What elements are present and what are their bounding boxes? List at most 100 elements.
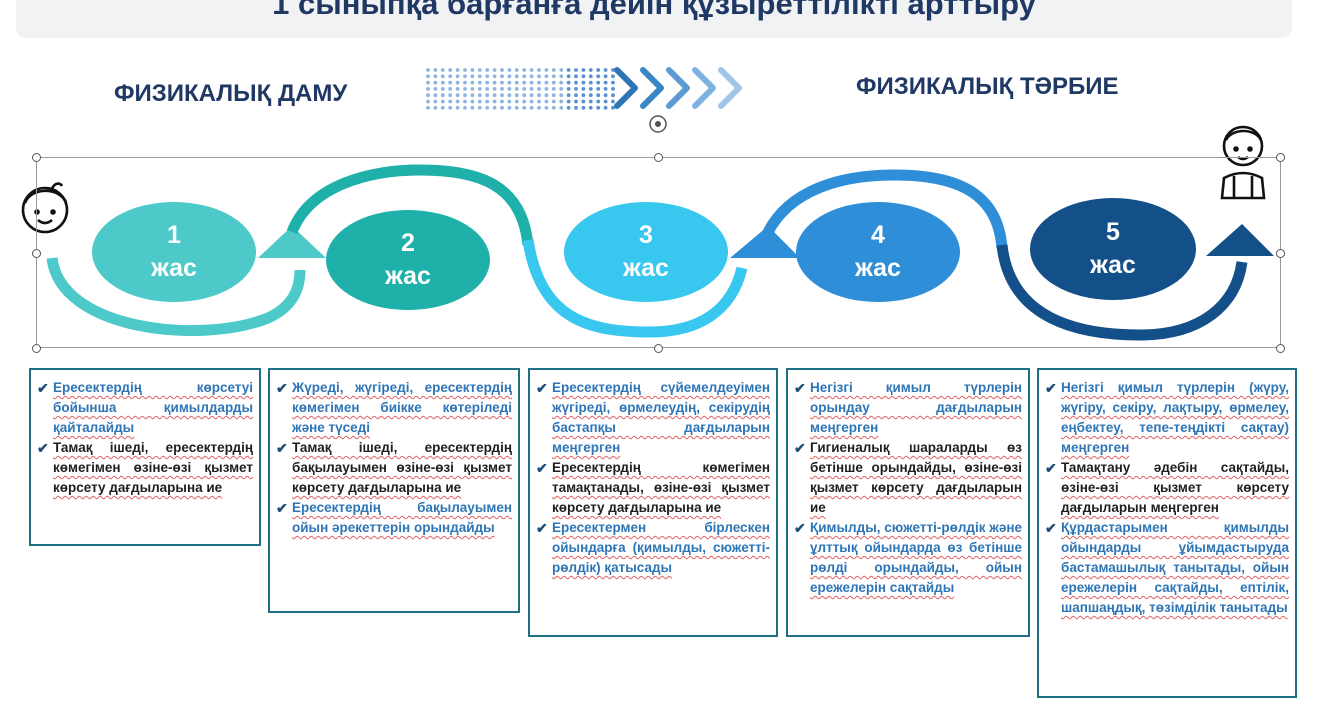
milestone-text: Ересектердің көмегімен тамақтанады, өзін… — [552, 460, 770, 515]
title-bar: 1 сыныпқа барғанға дейін құзыреттілікті … — [16, 0, 1292, 38]
decor-dot — [544, 68, 549, 72]
resize-handle-top-right[interactable] — [1276, 153, 1285, 162]
decor-dot — [588, 87, 593, 91]
decor-dot — [522, 105, 527, 110]
checkmark-icon: ✔ — [1045, 460, 1057, 476]
resize-handle-top-left[interactable] — [32, 153, 41, 162]
decor-dot — [544, 87, 549, 91]
arc-1 — [46, 256, 306, 337]
decor-dot — [529, 105, 534, 110]
decor-dot — [551, 87, 556, 91]
resize-handle-right[interactable] — [1276, 249, 1285, 258]
decor-dot — [455, 74, 460, 79]
decor-dot — [588, 74, 593, 79]
checkmark-icon: ✔ — [1045, 520, 1057, 536]
decor-dot — [477, 87, 482, 91]
decor-dot — [611, 80, 615, 85]
decor-dot — [455, 68, 460, 72]
milestone-box-4[interactable]: ✔ Негізгі қимыл түрлерін орындау дағдылар… — [786, 368, 1030, 637]
rotate-handle-icon — [649, 115, 667, 133]
milestone-text: Тамақ ішеді, ересектердің бақылауымен өз… — [292, 440, 512, 495]
resize-handle-bottom-right[interactable] — [1276, 344, 1285, 353]
decor-dot — [470, 87, 475, 91]
decor-dot — [477, 93, 482, 98]
decor-dot — [492, 99, 497, 104]
heading-physical-development: ФИЗИКАЛЫҚ ДАМУ — [114, 80, 348, 107]
milestone-box-1[interactable]: ✔Ересектердің көрсетуі бойынша қимылдард… — [29, 368, 261, 546]
checkmark-icon: ✔ — [276, 500, 288, 516]
decor-dot — [566, 80, 571, 85]
decor-dot — [463, 105, 467, 110]
resize-handle-left[interactable] — [32, 249, 41, 258]
decor-dot — [477, 68, 482, 72]
arc-3 — [522, 239, 748, 338]
decor-dot — [537, 105, 541, 110]
decor-dot — [426, 80, 430, 85]
decor-dot — [551, 99, 556, 104]
milestone-item: ✔Негізгі қимыл түрлерін орындау дағдылар… — [794, 378, 1022, 438]
decor-dot — [448, 80, 453, 85]
decor-dot — [507, 68, 512, 72]
decor-dot — [566, 105, 571, 110]
milestone-box-5[interactable]: ✔Негізгі қимыл түрлерін (жүру, жүгіру, с… — [1037, 368, 1297, 698]
chevrons-icon — [614, 67, 742, 109]
decor-dot — [463, 80, 467, 85]
milestone-item: ✔Тамақ ішеді, ересектердің бақылауымен ө… — [276, 438, 512, 498]
checkmark-icon: ✔ — [37, 440, 49, 456]
decor-dot — [477, 74, 482, 79]
milestone-box-3[interactable]: ✔Ересектердің сүйемелдеуімен жүгіреді, ө… — [528, 368, 778, 637]
age-unit: жас — [855, 254, 901, 282]
milestone-item: ✔Ересектермен бірлескен ойындарға (қимыл… — [536, 518, 770, 578]
decor-dot — [514, 93, 519, 98]
decor-dot — [440, 93, 445, 98]
decor-dot — [588, 93, 593, 98]
arc-2 — [286, 164, 534, 246]
resize-handle-top[interactable] — [654, 153, 663, 162]
age-unit: жас — [151, 254, 197, 282]
decor-dot — [559, 99, 564, 104]
decor-dot — [507, 93, 512, 98]
age-number: 5 — [1106, 218, 1120, 246]
decor-dot — [492, 87, 497, 91]
age-number: 3 — [639, 221, 653, 249]
checkmark-icon: ✔ — [794, 520, 806, 536]
milestone-item: ✔Жүреді, жүгіреді, ересектердің көмегіме… — [276, 378, 512, 438]
decor-dot — [559, 68, 564, 72]
decor-dot — [529, 80, 534, 85]
milestone-text: Негізгі қимыл түрлерін орындау дағдылары… — [810, 380, 1022, 435]
decor-dot — [485, 99, 490, 104]
milestone-text: Тамақтану әдебін сақтайды, өзіне-өзі қыз… — [1061, 460, 1289, 515]
decor-dot — [537, 80, 541, 85]
decor-dot — [448, 74, 453, 79]
decor-dot — [433, 68, 438, 72]
arc-4 — [763, 169, 1008, 249]
decor-dot — [551, 93, 556, 98]
milestone-box-2[interactable]: ✔ Жүреді, жүгіреді, ересектердің көмегіме… — [268, 368, 520, 613]
decor-dot — [603, 93, 608, 98]
arrow-3 — [730, 226, 800, 258]
resize-handle-bottom-left[interactable] — [32, 344, 41, 353]
decor-dot — [611, 87, 615, 91]
resize-handle-bottom[interactable] — [654, 344, 663, 353]
decor-dot — [492, 74, 497, 79]
milestone-text: Негізгі қимыл түрлерін (жүру, жүгіру, се… — [1061, 380, 1289, 455]
milestone-text: Қимылды, сюжетті-рөлдік және ұлттық ойын… — [810, 520, 1022, 595]
decor-dot — [574, 99, 578, 104]
dots-decoration — [426, 68, 615, 110]
heading-physical-education: ФИЗИКАЛЫҚ ТӘРБИЕ — [856, 73, 1119, 100]
decor-dot — [551, 68, 556, 72]
checkmark-icon: ✔ — [536, 520, 548, 536]
decor-dot — [588, 99, 593, 104]
decor-dot — [433, 93, 438, 98]
decor-dot — [440, 87, 445, 91]
decor-dot — [611, 99, 615, 104]
milestone-text: Жүреді, жүгіреді, ересектердің көмегімен… — [292, 380, 512, 435]
decor-dot — [611, 93, 615, 98]
decor-dot — [596, 105, 601, 110]
decor-dot — [507, 87, 512, 91]
milestone-text: Құрдастарымен қимылды ойындарды ұйымдаст… — [1061, 520, 1289, 615]
